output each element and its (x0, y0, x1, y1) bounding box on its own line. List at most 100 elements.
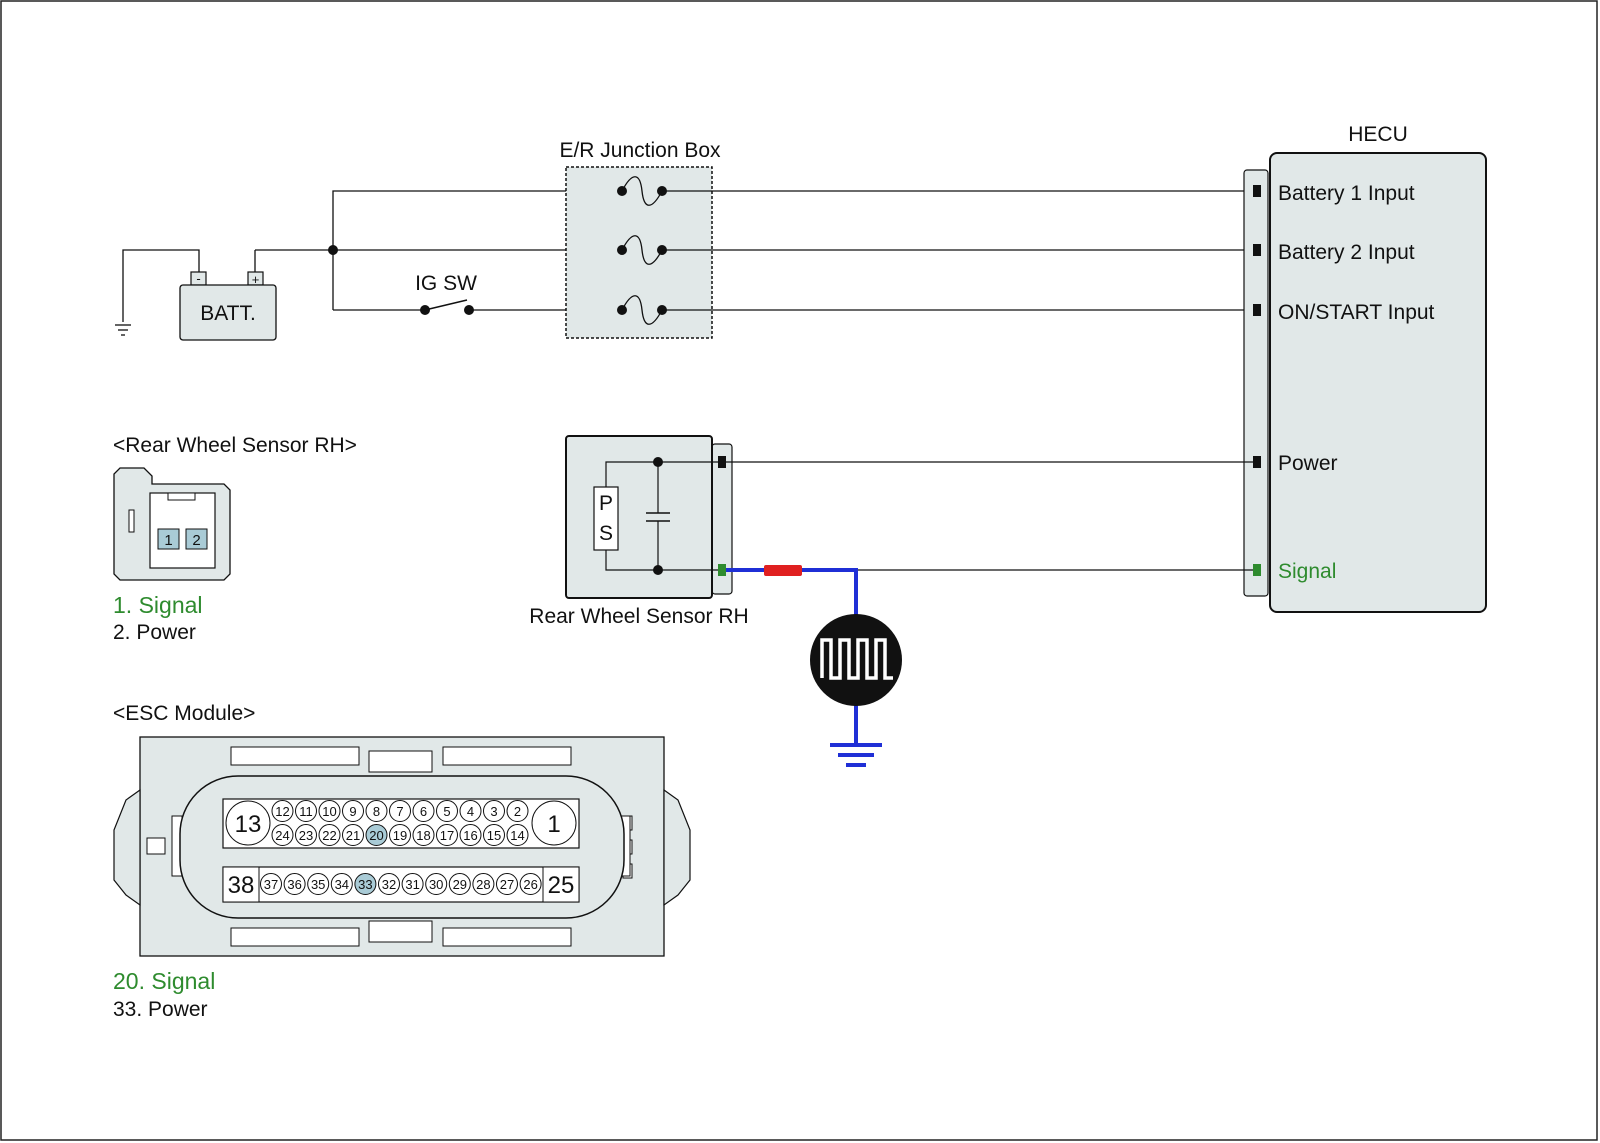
esc-pin-27-label: 27 (500, 877, 514, 892)
battery-plus-label: + (252, 272, 260, 287)
esc-bottom-slot-right (442, 927, 572, 947)
waveform-icon (810, 614, 902, 706)
esc-pin-33-label: 33 (358, 877, 372, 892)
esc-pin-34-label: 34 (335, 877, 349, 892)
esc-right-ear (663, 788, 691, 907)
esc-pin-7-label: 7 (396, 804, 403, 819)
esc-pin-38 (222, 866, 260, 903)
esc-pin-37 (260, 873, 282, 895)
ground-icon (115, 324, 131, 336)
esc-pin-36 (283, 873, 306, 895)
esc-pin-17-label: 17 (440, 828, 454, 843)
esc-left-ear (113, 788, 141, 907)
rear-wheel-connector-view: <Rear Wheel Sensor RH> 1 2 1. Signal 2. … (113, 434, 357, 644)
rw-legend-signal: 1. Signal (113, 592, 203, 618)
esc-pin-24 (271, 824, 294, 846)
hecu-pin-battery-2 (1253, 244, 1261, 256)
battery-minus-label: - (196, 271, 200, 286)
rw-legend-power: 2. Power (113, 621, 196, 644)
esc-top-slot-left (230, 746, 360, 766)
esc-top-slot-right (442, 746, 572, 766)
esc-pin-1-label: 1 (547, 811, 560, 838)
esc-pin-16 (459, 824, 482, 846)
esc-pin-33 (354, 873, 377, 895)
ig-switch: IG SW (415, 272, 477, 315)
battery (179, 284, 277, 341)
esc-pin-8-label: 8 (373, 804, 380, 819)
hecu-pin-label-on-start: ON/START Input (1278, 301, 1435, 324)
sensor-pin-power (718, 456, 726, 468)
esc-pin-9-label: 9 (349, 804, 356, 819)
esc-pin-4-label: 4 (467, 804, 474, 819)
esc-pin-13-label: 13 (235, 811, 262, 838)
esc-pin-23-label: 23 (299, 828, 313, 843)
hecu-pin-label-battery-2: Battery 2 Input (1278, 241, 1415, 264)
sensor-internal-wire-bottom (605, 550, 718, 571)
esc-pin-29 (448, 873, 471, 895)
esc-pin-17 (436, 824, 458, 846)
esc-pin-18 (412, 824, 435, 846)
esc-connector-title: <ESC Module> (113, 702, 255, 725)
esc-pin-25 (542, 866, 580, 903)
rear-wheel-sensor: P S Rear Wheel Sensor RH (529, 435, 749, 628)
esc-pin-5-label: 5 (443, 804, 450, 819)
hecu-title: HECU (1348, 123, 1408, 146)
sensor-internal-wire-top (605, 461, 718, 487)
sensor-node-top (653, 457, 663, 467)
esc-pin-10 (318, 800, 341, 822)
junction-box-label: E/R Junction Box (559, 139, 721, 162)
hecu: HECU Battery 1 Input Battery 2 Input ON/… (1243, 123, 1487, 613)
wire-battery-1 (332, 190, 622, 310)
esc-pin-3-label: 3 (490, 804, 497, 819)
esc-pin-35-label: 35 (311, 877, 325, 892)
battery-label: BATT. (200, 302, 256, 325)
ig-switch-label: IG SW (415, 272, 477, 295)
esc-pin-15-label: 15 (487, 828, 501, 843)
esc-left-latch (146, 837, 166, 855)
esc-pin-37-label: 37 (264, 877, 278, 892)
hecu-body (1269, 152, 1487, 613)
esc-pin-13 (225, 800, 271, 846)
esc-pin-30-label: 30 (429, 877, 443, 892)
hecu-pin-label-battery-1: Battery 1 Input (1278, 182, 1415, 205)
sensor-node-bottom (653, 565, 663, 575)
esc-pin-20-label: 20 (369, 828, 383, 843)
esc-pin-12-label: 12 (275, 804, 289, 819)
esc-pin-11 (295, 800, 317, 822)
esc-pin-22-label: 22 (322, 828, 336, 843)
junction-box-outline (565, 166, 713, 339)
esc-pin-34 (330, 873, 353, 895)
hecu-pin-signal (1253, 564, 1261, 576)
esc-pin-21-label: 21 (346, 828, 360, 843)
esc-pin-14-label: 14 (510, 828, 524, 843)
scope-ground-icon (830, 743, 882, 767)
esc-pin-9 (342, 800, 364, 822)
esc-pin-4 (459, 800, 482, 822)
esc-pin-12 (271, 800, 294, 822)
esc-pin-18-label: 18 (416, 828, 430, 843)
esc-pin-28 (472, 873, 495, 895)
hecu-connector (1243, 169, 1269, 597)
esc-pin-10-label: 10 (322, 804, 336, 819)
esc-bottom-slot-left (230, 927, 360, 947)
esc-pin-1 (531, 800, 577, 846)
esc-pin-35 (307, 873, 330, 895)
rw-pin-2 (185, 528, 208, 550)
sensor-pin-signal (718, 564, 726, 576)
rear-wheel-connector-title: <Rear Wheel Sensor RH> (113, 434, 357, 457)
esc-pin-26 (519, 873, 542, 895)
esc-pin-8 (365, 800, 388, 822)
esc-pin-6-label: 6 (420, 804, 427, 819)
hecu-pin-on-start (1253, 304, 1261, 316)
esc-pin-19-label: 19 (393, 828, 407, 843)
sensor-element-bottom-label: S (599, 522, 613, 545)
esc-pin-36-label: 36 (287, 877, 301, 892)
fuse-3-icon (617, 295, 667, 325)
esc-pin-11-label: 11 (299, 804, 313, 819)
sensor-label: Rear Wheel Sensor RH (529, 605, 748, 628)
